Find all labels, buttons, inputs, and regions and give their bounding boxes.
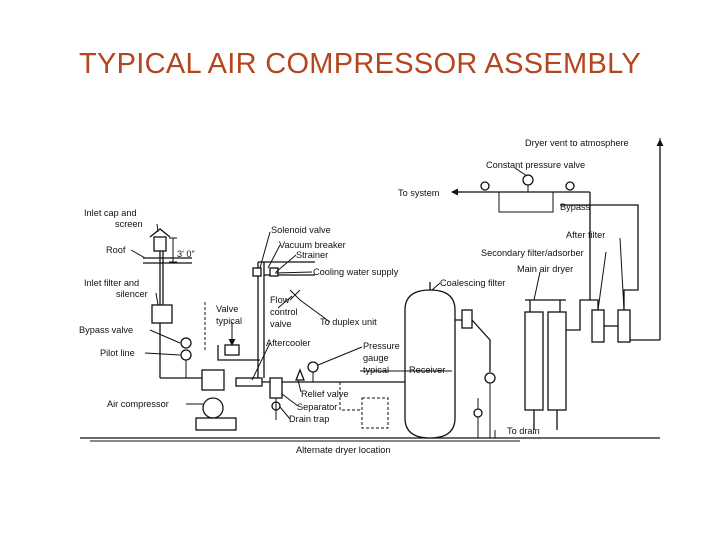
- label-bypass: Bypass: [560, 202, 591, 212]
- label-main-air-dryer: Main air dryer: [517, 264, 573, 274]
- label-bypass-valve: Bypass valve: [79, 325, 133, 335]
- label-dimension: 3' 0": [177, 249, 195, 259]
- leader-lines: [130, 138, 661, 420]
- label-secondary-filter: Secondary filter/adsorber: [481, 248, 584, 258]
- label-separator: Separator: [297, 402, 337, 412]
- aftercooler: [235, 377, 405, 387]
- roof: [143, 257, 192, 264]
- flow-control-valve: [289, 289, 301, 301]
- separator: [269, 377, 283, 420]
- bypass-valve: [180, 337, 192, 378]
- label-coalescing-filter: Coalescing filter: [440, 278, 505, 288]
- label-flow-control-line1: Flow: [270, 295, 290, 305]
- label-alternate-dryer: Alternate dryer location: [296, 445, 390, 455]
- label-vacuum-breaker: Vacuum breaker: [279, 240, 346, 250]
- dimension-marker: [169, 237, 177, 263]
- inlet-filter: [151, 304, 173, 324]
- label-receiver: Receiver: [409, 365, 445, 375]
- label-relief-valve: Relief valve: [301, 389, 349, 399]
- air-compressor: [195, 369, 237, 431]
- label-inlet-cap-line1: Inlet cap and: [84, 208, 137, 218]
- label-solenoid-valve: Solenoid valve: [271, 225, 331, 235]
- label-inlet-cap-line2: screen: [115, 219, 143, 229]
- label-aftercooler: Aftercooler: [266, 338, 310, 348]
- label-flow-control-line3: valve: [270, 319, 291, 329]
- main-air-dryer: [524, 299, 567, 430]
- relief-valve: [295, 368, 305, 381]
- receiver-tank: [404, 282, 456, 439]
- label-cooling-water-supply: Cooling water supply: [313, 267, 399, 277]
- label-to-system: To system: [398, 188, 440, 198]
- label-dryer-vent: Dryer vent to atmosphere: [525, 138, 629, 148]
- label-inlet-filter-line1: Inlet filter and: [84, 278, 139, 288]
- bypass-manifold: [462, 174, 591, 300]
- label-valve-typical-line1: Valve: [216, 304, 238, 314]
- valve-typical: [224, 344, 240, 356]
- label-constant-pressure-valve: Constant pressure valve: [486, 160, 585, 170]
- slide-title: TYPICAL AIR COMPRESSOR ASSEMBLY: [78, 48, 642, 80]
- label-pilot-line: Pilot line: [100, 348, 135, 358]
- label-flow-control-line2: control: [270, 307, 298, 317]
- label-after-filter: After filter: [566, 230, 605, 240]
- inlet-cap: [149, 228, 171, 305]
- pressure-gauge: [307, 361, 319, 373]
- label-drain-trap: Drain trap: [289, 414, 329, 424]
- label-to-drain: To drain: [507, 426, 540, 436]
- label-roof: Roof: [106, 245, 126, 255]
- label-pressure-gauge-line2: gauge: [363, 353, 389, 363]
- label-pressure-gauge-line3: typical: [363, 365, 389, 375]
- label-inlet-filter-line2: silencer: [116, 289, 148, 299]
- label-strainer: Strainer: [296, 250, 328, 260]
- alternate-dryer-box: [361, 397, 389, 429]
- label-to-duplex-unit: To duplex unit: [320, 317, 377, 327]
- secondary-filter: [560, 204, 639, 343]
- cooling-water-lines: [252, 261, 315, 378]
- label-valve-typical-line2: typical: [216, 316, 242, 326]
- label-pressure-gauge-line1: Pressure: [363, 341, 400, 351]
- coalescing-filter: [455, 309, 496, 438]
- label-air-compressor: Air compressor: [107, 399, 169, 409]
